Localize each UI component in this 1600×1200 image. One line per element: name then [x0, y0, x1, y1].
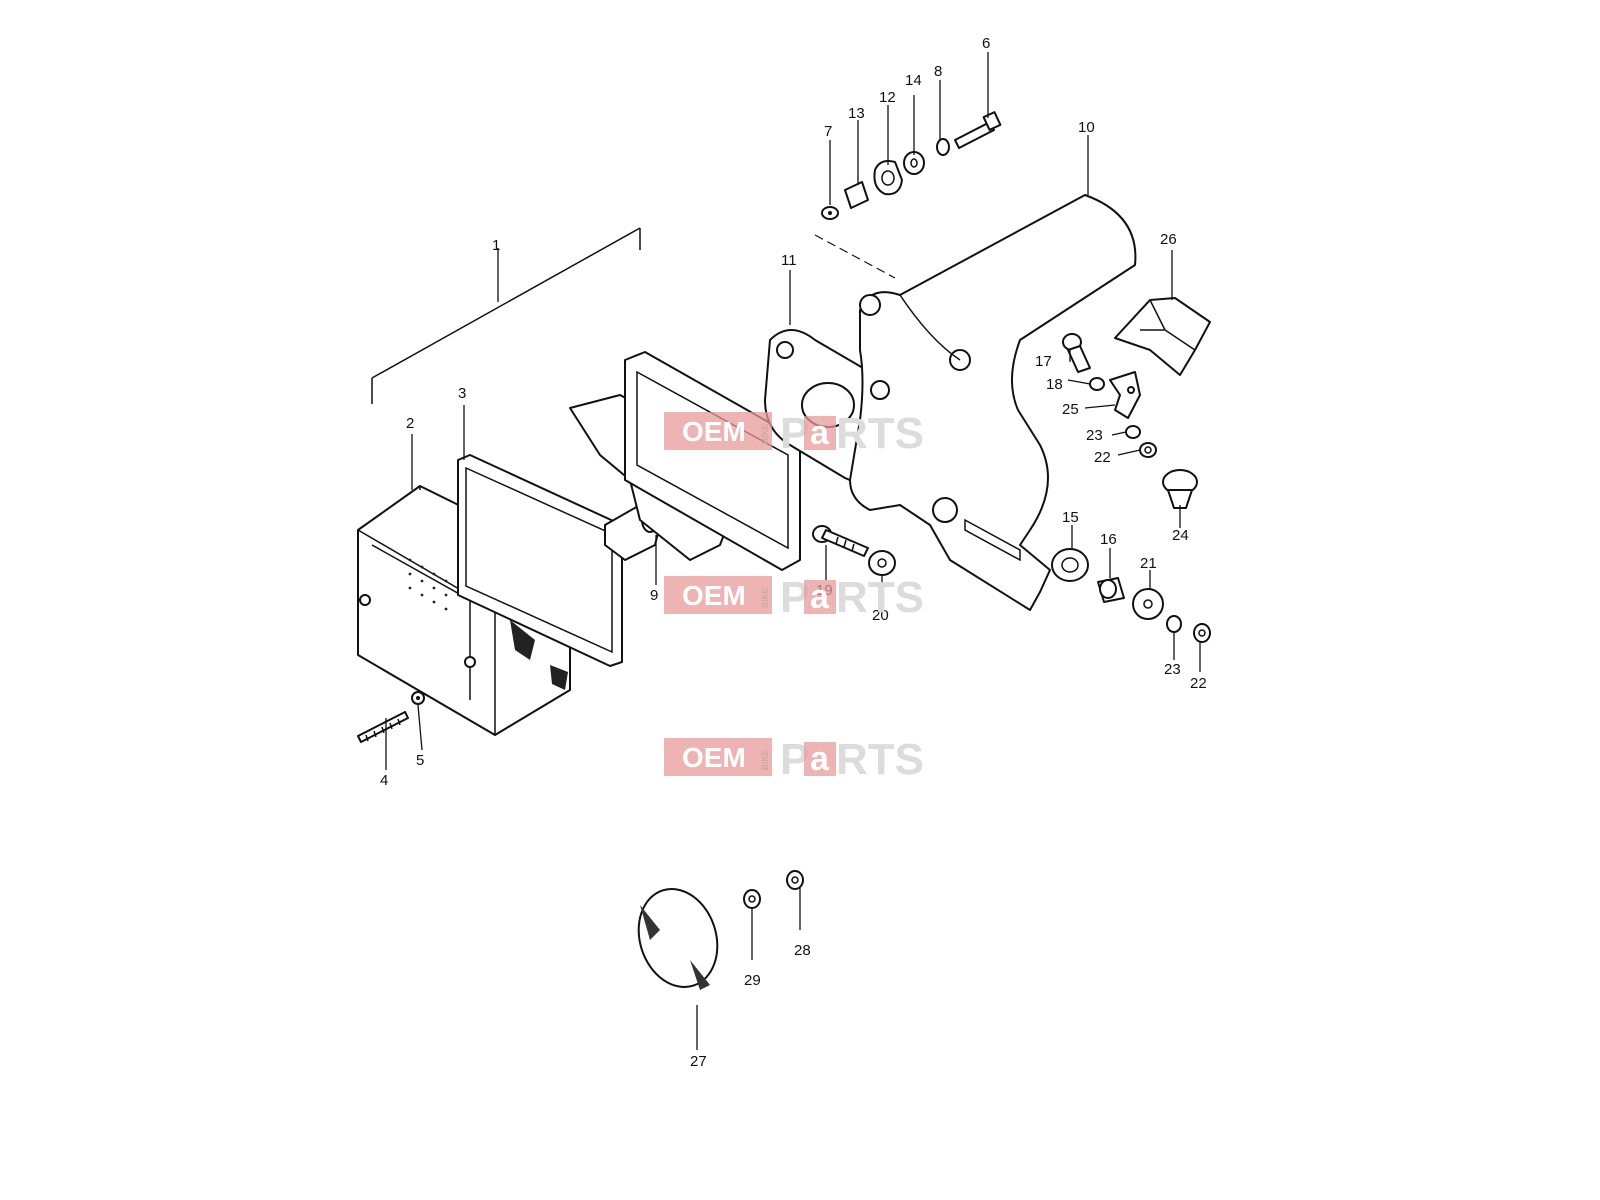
callout-23b: 23	[1164, 661, 1181, 678]
lens-gasket	[457, 454, 623, 667]
callout-1: 1	[492, 237, 500, 254]
nut-22b	[1193, 623, 1211, 643]
callout-3: 3	[458, 385, 466, 402]
callout-22b: 22	[1190, 675, 1207, 692]
svg-text:OEM: OEM	[682, 580, 746, 611]
washer-29	[743, 889, 761, 909]
callout-13: 13	[848, 105, 865, 122]
bolt-17	[1062, 333, 1091, 373]
collar-16	[1097, 577, 1125, 603]
washer-23a	[1125, 425, 1141, 439]
callout-2: 2	[406, 415, 414, 432]
nut-28	[786, 870, 804, 890]
washer-14	[903, 151, 925, 175]
washer-7	[821, 206, 839, 220]
collar-13	[844, 181, 869, 209]
svg-text:OEM: OEM	[682, 416, 746, 447]
callout-9: 9	[650, 587, 658, 604]
callout-27: 27	[690, 1053, 707, 1070]
watermark-2: OEM BIKE P a RTS	[664, 573, 924, 622]
callout-10: 10	[1078, 119, 1095, 136]
callout-16: 16	[1100, 531, 1117, 548]
grommet-24	[1162, 469, 1198, 509]
svg-text:BIKE: BIKE	[760, 423, 770, 444]
cable-clamp	[1114, 297, 1211, 376]
callout-21: 21	[1140, 555, 1157, 572]
lens-washer	[411, 691, 425, 705]
callout-22a: 22	[1094, 449, 1111, 466]
callout-11: 11	[781, 252, 797, 269]
cushion-15	[1051, 548, 1089, 582]
nut-22a	[1139, 442, 1157, 458]
callout-18: 18	[1046, 376, 1063, 393]
callout-28: 28	[794, 942, 811, 959]
svg-text:RTS: RTS	[836, 735, 924, 784]
washer-8	[936, 138, 950, 156]
assembly-bracket	[371, 227, 641, 404]
callout-12: 12	[879, 89, 896, 106]
svg-text:RTS: RTS	[836, 573, 924, 622]
callout-8: 8	[934, 63, 942, 80]
svg-text:a: a	[810, 578, 830, 616]
washer-18	[1089, 377, 1105, 391]
callout-23a: 23	[1086, 427, 1103, 444]
bolt-6	[954, 111, 1002, 149]
callout-6: 6	[982, 35, 990, 52]
callout-24: 24	[1172, 527, 1189, 544]
callout-20: 20	[872, 607, 889, 624]
svg-text:OEM: OEM	[682, 742, 746, 773]
callout-4: 4	[380, 772, 388, 789]
rear-fender-bracket	[849, 194, 1137, 611]
washer-21	[1132, 588, 1164, 620]
callout-5: 5	[416, 752, 424, 769]
bolt-19	[812, 525, 869, 557]
watermark-3: OEM BIKE P a RTS	[664, 735, 924, 784]
callout-14: 14	[905, 72, 922, 89]
cushion-12	[873, 160, 903, 196]
svg-text:RTS: RTS	[836, 409, 924, 458]
washer-23b	[1166, 615, 1182, 633]
svg-text:BIKE: BIKE	[760, 749, 770, 770]
callout-25: 25	[1062, 401, 1079, 418]
callout-26: 26	[1160, 231, 1177, 248]
reflector-27	[637, 888, 719, 990]
bracket-25	[1109, 371, 1141, 419]
lens-screw	[357, 711, 409, 743]
svg-text:BIKE: BIKE	[760, 587, 770, 608]
leader-lines	[385, 52, 1201, 1050]
watermark-1: OEM BIKE P a RTS	[664, 409, 924, 458]
washer-20	[868, 550, 896, 576]
callout-29: 29	[744, 972, 761, 989]
callout-17: 17	[1035, 353, 1052, 370]
callout-7: 7	[824, 123, 832, 140]
svg-text:a: a	[810, 740, 830, 778]
svg-text:a: a	[810, 414, 830, 452]
callout-15: 15	[1062, 509, 1079, 526]
